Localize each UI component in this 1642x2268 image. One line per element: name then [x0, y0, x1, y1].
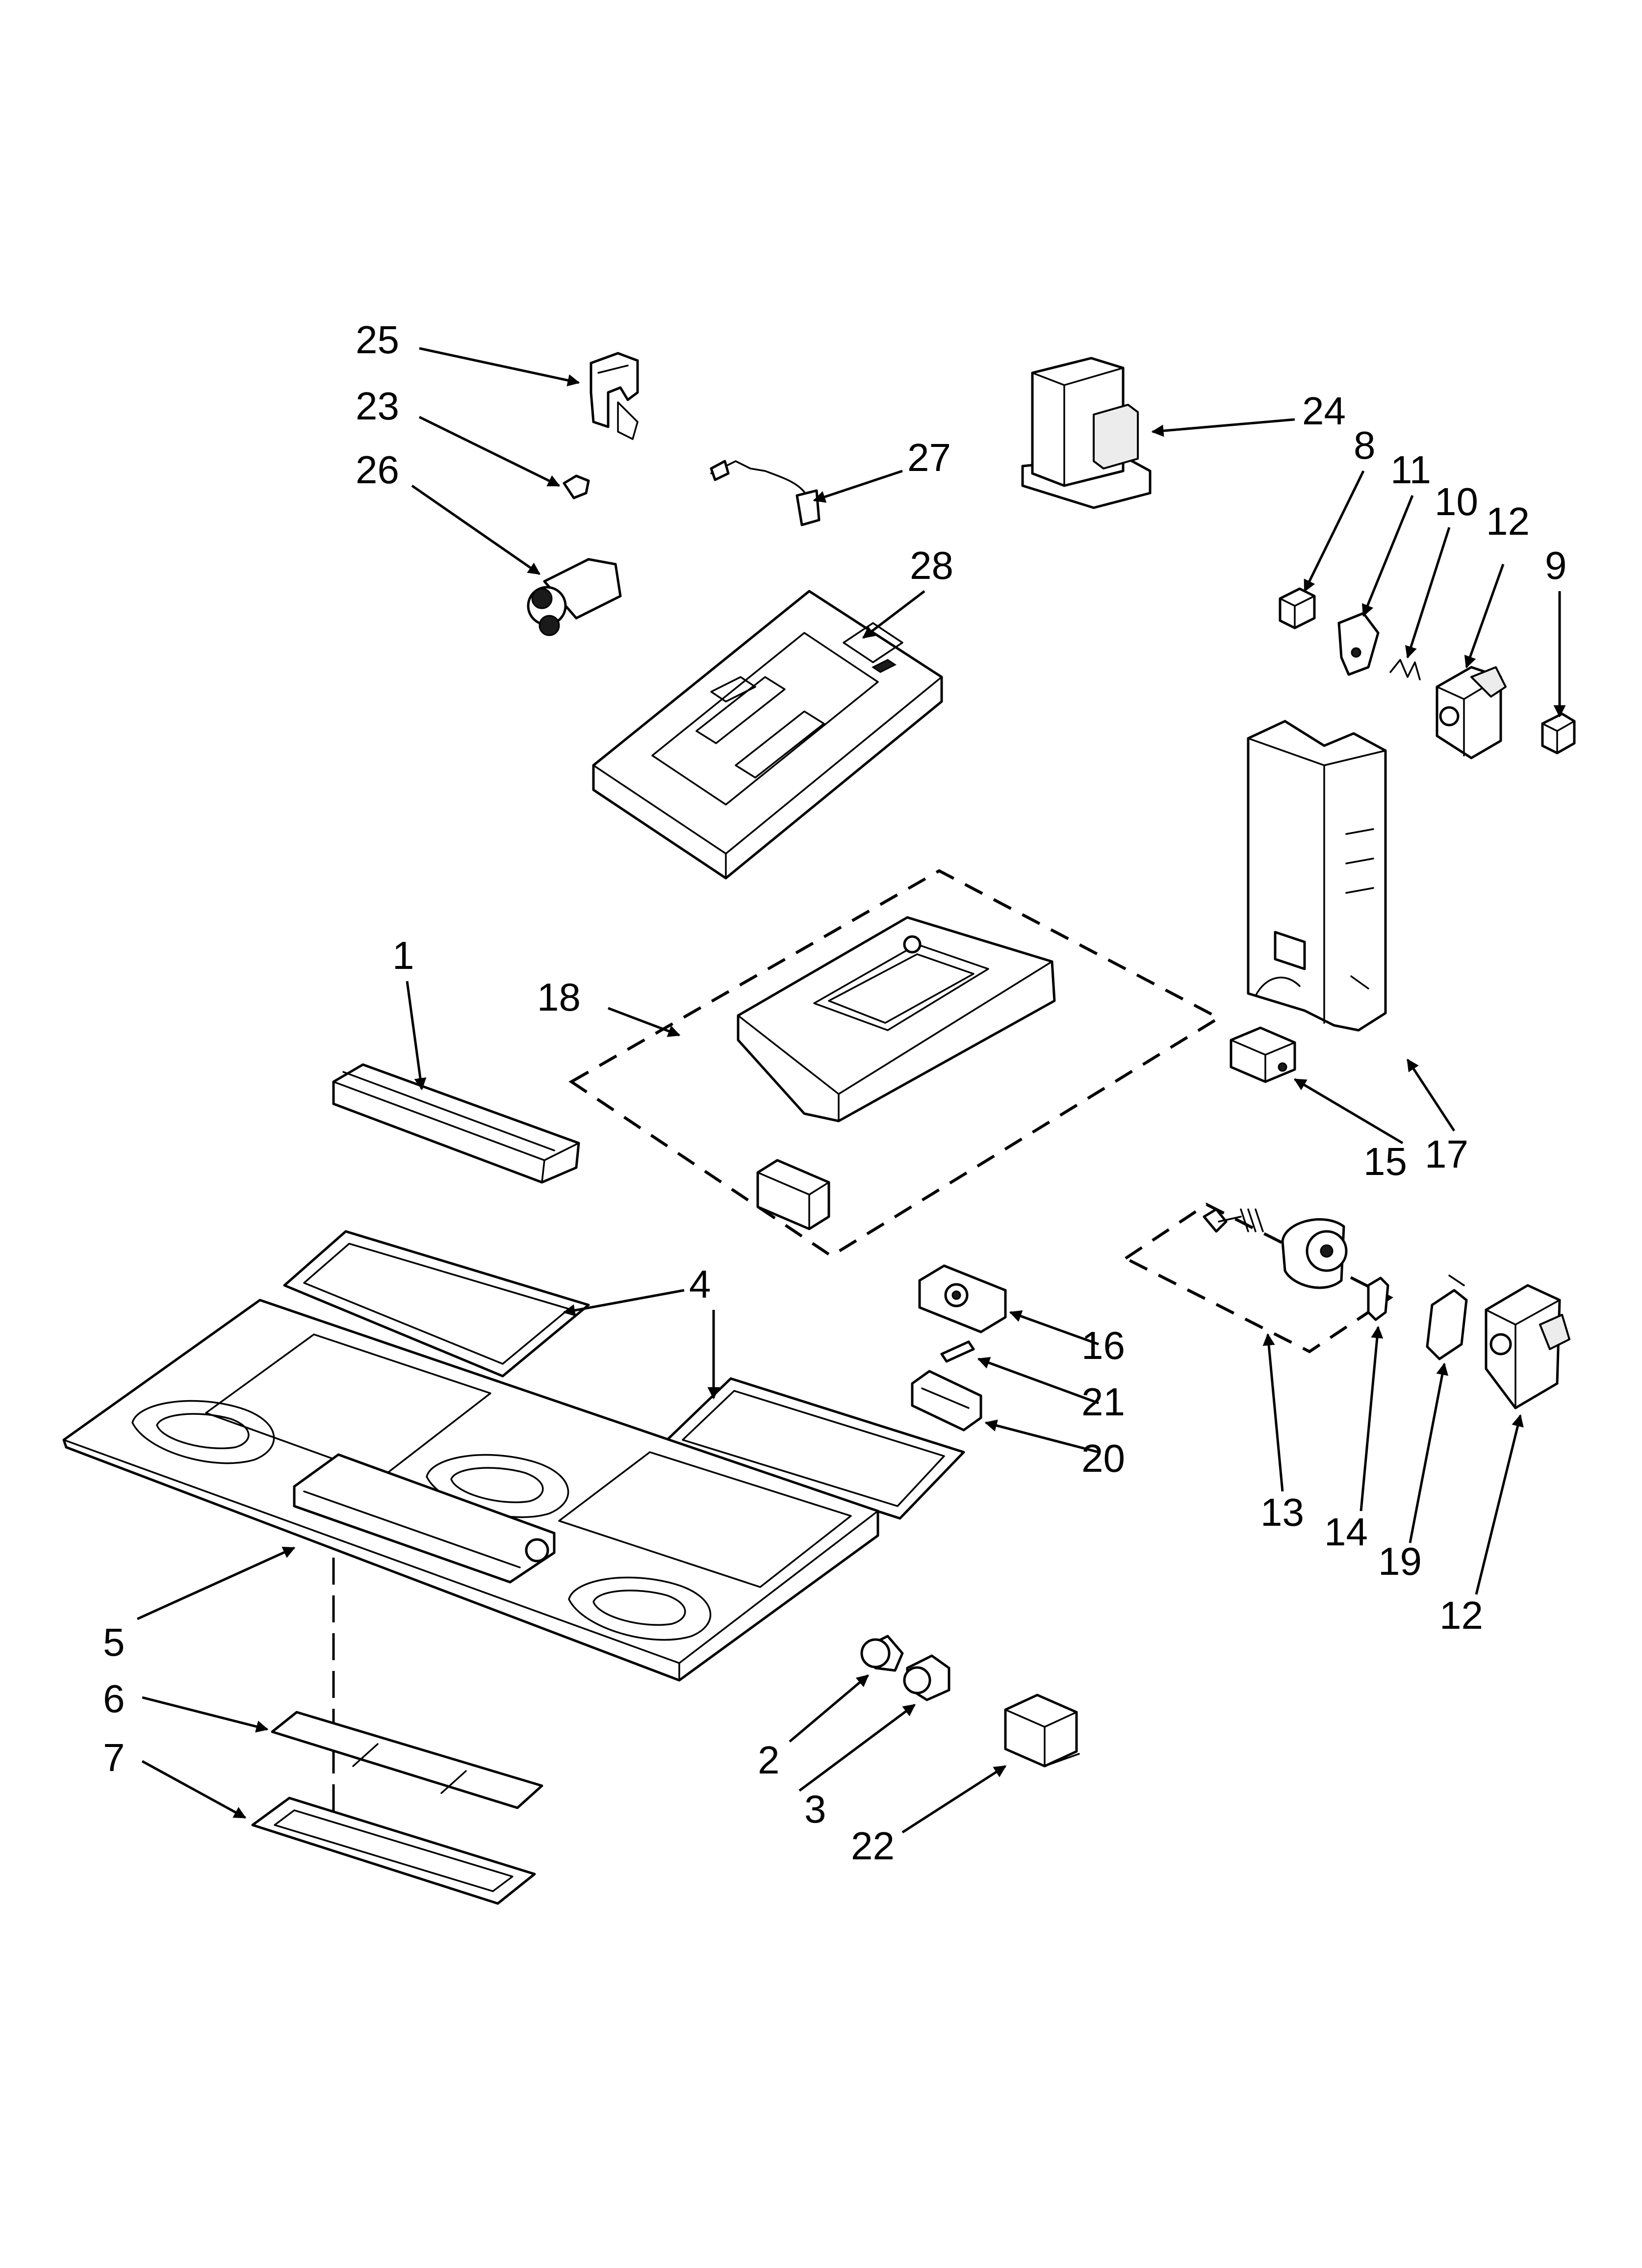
callout-1: 1	[392, 934, 414, 977]
callout-13: 13	[1260, 1490, 1304, 1534]
callout-15: 15	[1363, 1140, 1407, 1183]
part-11-actuator	[1337, 612, 1380, 676]
part-26-capacitor	[527, 558, 622, 636]
callout-12-bottom: 12	[1439, 1593, 1483, 1637]
part-20-fuse-holder	[911, 1370, 982, 1432]
part-7-light-frame	[251, 1797, 536, 1905]
callout-21: 21	[1081, 1380, 1125, 1424]
part-23-clip	[563, 474, 590, 499]
part-12-latch-bracket-top	[1436, 666, 1507, 759]
part-13-motor-group	[1123, 1202, 1393, 1354]
callout-2: 2	[758, 1738, 780, 1782]
callout-9: 9	[1545, 544, 1567, 587]
callout-20: 20	[1081, 1436, 1125, 1480]
leader-lines	[136, 347, 1566, 1834]
callout-17: 17	[1425, 1132, 1468, 1176]
part-22-block	[1004, 1694, 1080, 1768]
callout-19: 19	[1378, 1539, 1422, 1583]
callout-24: 24	[1302, 389, 1346, 433]
part-15-block	[1230, 1026, 1296, 1083]
callout-7: 7	[103, 1736, 125, 1779]
callout-labels-extra: 4 3	[804, 1787, 826, 1831]
callout-labels: 25 23 26 27 24 28 8 11 10 12 9 1 18 17 1…	[103, 318, 1567, 1868]
part-25-bracket	[590, 352, 639, 440]
callout-8: 8	[1354, 423, 1376, 467]
callout-26: 26	[356, 448, 399, 492]
part-27-wire-lead	[710, 460, 821, 526]
part-10-spring	[1389, 659, 1421, 680]
callout-11: 11	[1390, 448, 1431, 492]
callout-28: 28	[910, 544, 953, 587]
part-19-switch	[1426, 1275, 1468, 1360]
callout-6: 6	[103, 1677, 125, 1721]
callout-3-visible: 3	[804, 1787, 826, 1831]
part-28-mounting-plate	[592, 590, 943, 880]
part-24-transformer	[1021, 357, 1152, 509]
callout-5: 5	[103, 1620, 125, 1664]
part-5-bottom-panel	[62, 1299, 879, 1682]
callout-16: 16	[1081, 1324, 1125, 1367]
part-6-lens	[271, 1711, 543, 1809]
part-18-assembly-group	[568, 869, 1222, 1258]
part-21-fuse	[940, 1340, 975, 1363]
callout-4-left: 4	[689, 1262, 711, 1306]
callout-22: 22	[851, 1824, 895, 1868]
part-9-switch	[1541, 712, 1576, 755]
part-14-component	[1367, 1277, 1389, 1321]
callout-18: 18	[537, 975, 581, 1019]
part-2-plug	[860, 1635, 904, 1672]
part-8-switch	[1279, 587, 1316, 629]
part-1-vent-grille	[332, 1063, 580, 1184]
callout-14: 14	[1324, 1510, 1368, 1554]
callout-27: 27	[907, 436, 951, 479]
callout-10: 10	[1435, 480, 1478, 523]
part-17-duct	[1247, 720, 1387, 1032]
callout-12-top: 12	[1486, 499, 1530, 543]
callout-25: 25	[356, 318, 399, 362]
part-3-socket	[903, 1654, 950, 1701]
callout-23: 23	[356, 384, 399, 428]
part-12-latch-bracket-bottom	[1485, 1284, 1570, 1409]
part-16-plate	[918, 1264, 1007, 1333]
